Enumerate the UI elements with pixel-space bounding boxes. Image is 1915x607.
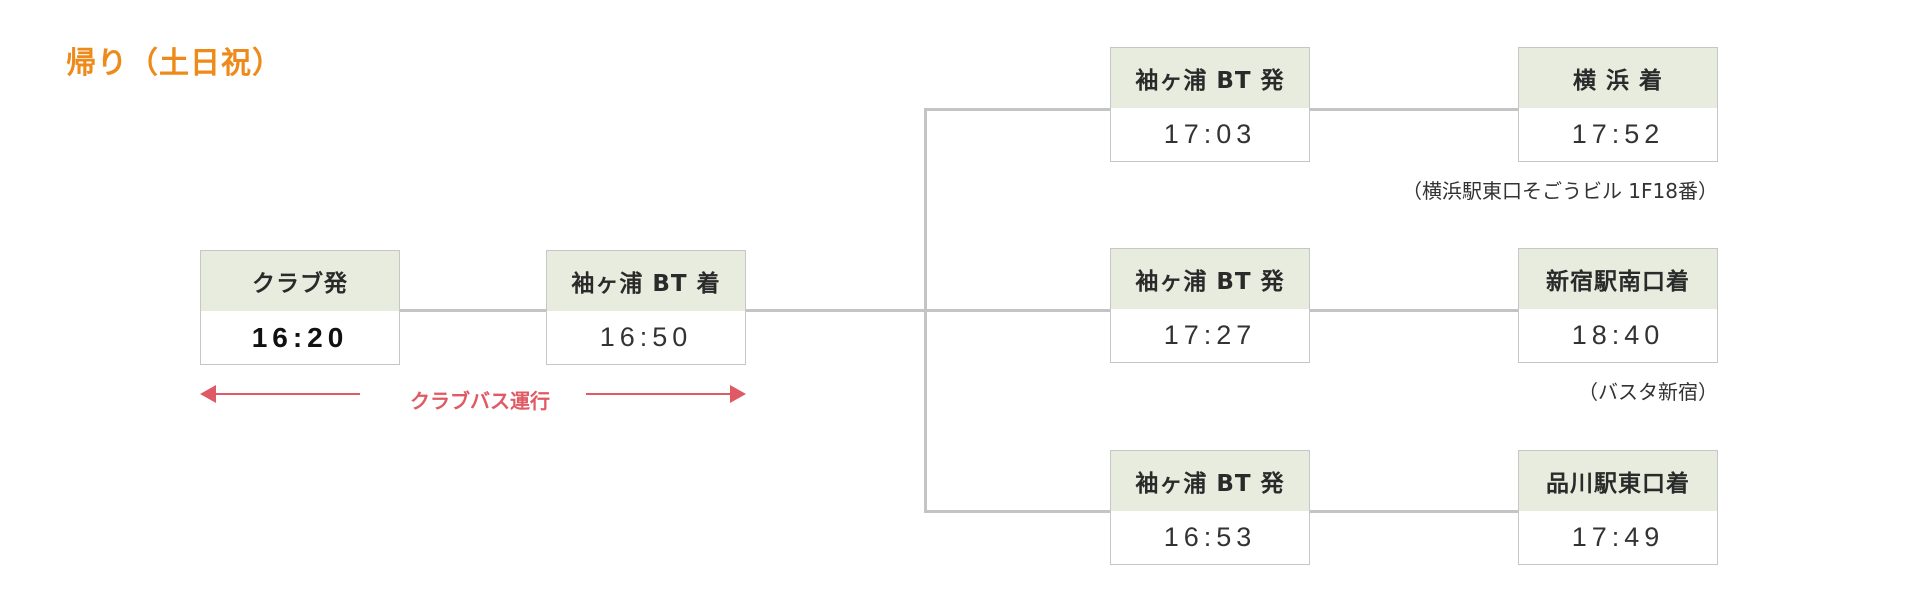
route-1-note: （横浜駅東口そごうビル 1F18番） — [1401, 179, 1718, 203]
route-1-arrival-box: 横 浜 着 17:52 — [1518, 47, 1718, 162]
route-2-arrival-box: 新宿駅南口着 18:40 — [1518, 248, 1718, 363]
route-3-arrival-time: 17:49 — [1571, 522, 1665, 552]
page-title: 帰り（土日祝） — [66, 46, 283, 81]
origin-time: 16:20 — [251, 321, 349, 353]
route-1-arrival-time: 17:52 — [1571, 119, 1665, 149]
origin-box: クラブ発 16:20 — [200, 250, 400, 365]
left-arrow-icon — [200, 385, 216, 403]
connector-branch-route-2 — [924, 309, 1110, 312]
transfer-time: 16:50 — [599, 322, 693, 352]
route-2-arrival-label: 新宿駅南口着 — [1519, 249, 1717, 309]
connector-origin-transfer — [400, 309, 546, 312]
route-2-departure-label: 袖ヶ浦 BT 発 — [1111, 249, 1309, 309]
connector-route-2 — [1310, 309, 1518, 312]
route-3-departure-box: 袖ヶ浦 BT 発 16:53 — [1110, 450, 1310, 565]
route-3-arrival-label: 品川駅東口着 — [1519, 451, 1717, 511]
route-2-departure-time: 17:27 — [1163, 320, 1257, 350]
bus-service-label: クラブバス運行 — [410, 389, 550, 413]
route-2-arrival-time: 18:40 — [1571, 320, 1665, 350]
bus-arrow-line-left — [214, 393, 360, 395]
connector-branch-route-1 — [924, 108, 1110, 111]
right-arrow-icon — [730, 385, 746, 403]
route-3-departure-label: 袖ヶ浦 BT 発 — [1111, 451, 1309, 511]
connector-transfer-branch — [746, 309, 926, 312]
route-1-departure-time: 17:03 — [1163, 119, 1257, 149]
origin-label: クラブ発 — [201, 251, 399, 311]
route-1-departure-label: 袖ヶ浦 BT 発 — [1111, 48, 1309, 108]
transfer-box: 袖ヶ浦 BT 着 16:50 — [546, 250, 746, 365]
bus-arrow-line-right — [586, 393, 732, 395]
route-3-departure-time: 16:53 — [1163, 522, 1257, 552]
connector-route-1 — [1310, 108, 1518, 111]
connector-branch-route-3 — [924, 510, 1110, 513]
route-2-departure-box: 袖ヶ浦 BT 発 17:27 — [1110, 248, 1310, 363]
route-2-note: （バスタ新宿） — [1578, 380, 1718, 404]
route-1-arrival-label: 横 浜 着 — [1519, 48, 1717, 108]
transfer-label: 袖ヶ浦 BT 着 — [547, 251, 745, 311]
route-1-departure-box: 袖ヶ浦 BT 発 17:03 — [1110, 47, 1310, 162]
route-3-arrival-box: 品川駅東口着 17:49 — [1518, 450, 1718, 565]
connector-route-3 — [1310, 510, 1518, 513]
